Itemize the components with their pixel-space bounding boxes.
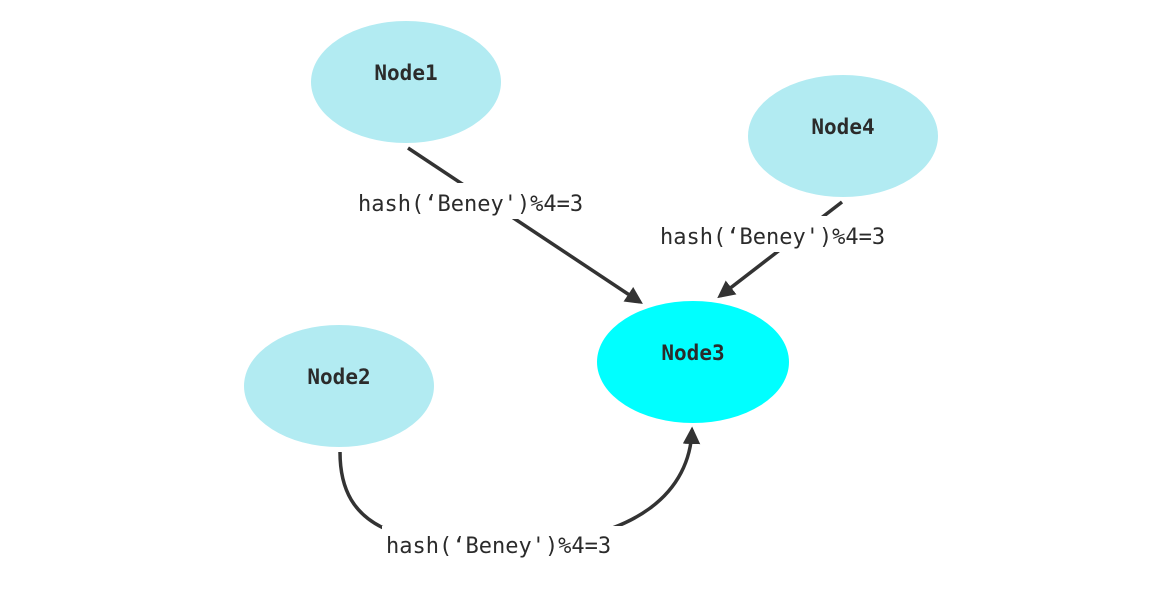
node-node3[interactable]: Node3 xyxy=(597,301,789,423)
node-label: Node2 xyxy=(307,365,370,389)
node-node2[interactable]: Node2 xyxy=(244,325,434,447)
node-node4[interactable]: Node4 xyxy=(748,75,938,197)
edge-label-node2-node3: hash(‘Beney')%4=3 xyxy=(386,534,611,559)
edge-label-node4-node3: hash(‘Beney')%4=3 xyxy=(660,225,885,250)
edge-node1-node3 xyxy=(407,146,643,304)
node-shape xyxy=(311,21,501,143)
edge-label-bg xyxy=(656,216,932,252)
node-label: Node3 xyxy=(661,341,724,365)
node-label: Node1 xyxy=(374,61,437,85)
edge-label-node1-node3: hash(‘Beney')%4=3 xyxy=(358,192,583,217)
edge-label-bg xyxy=(382,526,658,562)
edge-label-bg xyxy=(354,183,630,219)
node-shape xyxy=(244,325,434,447)
node-shape xyxy=(597,301,789,423)
node-shape xyxy=(748,75,938,197)
node-node1[interactable]: Node1 xyxy=(311,21,501,143)
node-label: Node4 xyxy=(811,115,874,139)
